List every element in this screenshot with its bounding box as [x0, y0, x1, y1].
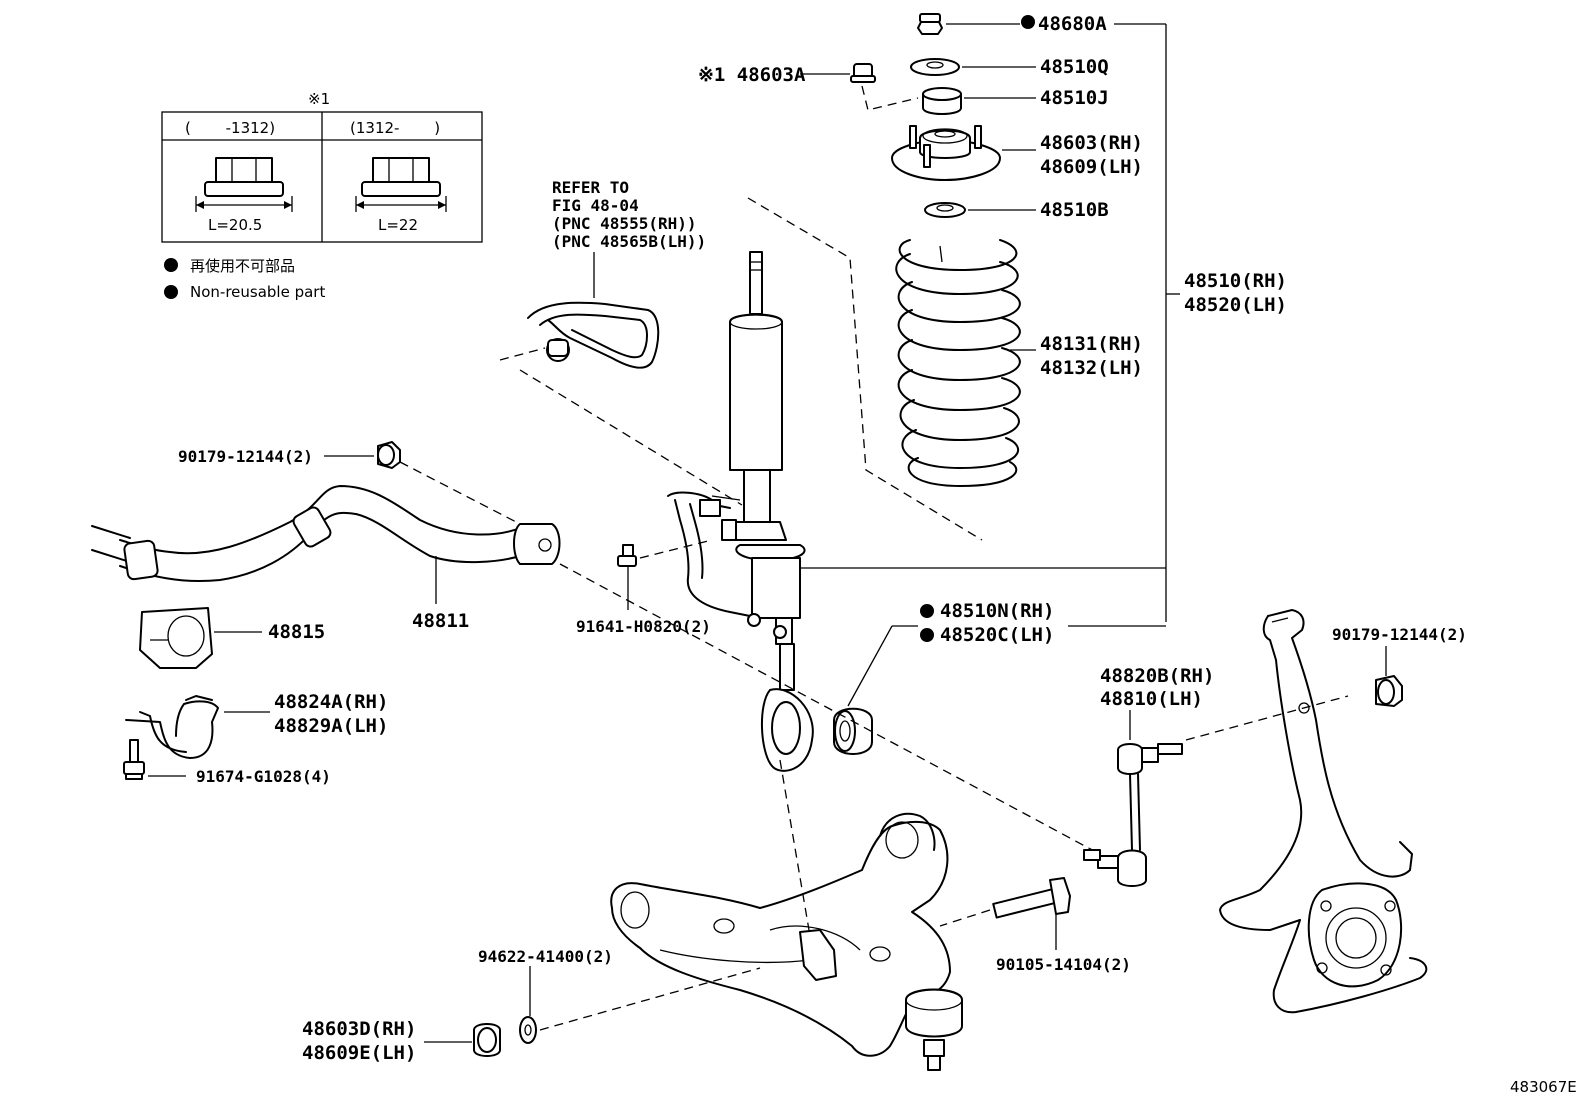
nut-variant-inset: ※1 ( -1312) (1312- ) L=20.5: [161, 90, 483, 243]
part-90105-bolt: 90105-14104(2): [939, 877, 1131, 974]
label-90179-left: 90179-12144(2): [178, 447, 313, 466]
label-48609E: 48609E(LH): [302, 1042, 416, 1064]
part-48603D-nut: 48603D(RH) 48609E(LH): [302, 1018, 501, 1064]
refer-line1: REFER TO: [552, 178, 629, 197]
non-reusable-bullet-icon: [164, 285, 178, 299]
label-48520C: 48520C(LH): [940, 624, 1054, 646]
part-48510J-bushing: 48510J: [922, 87, 1109, 115]
inset-col1-range: ( -1312): [185, 119, 275, 137]
legend-en: Non-reusable part: [190, 283, 325, 301]
label-48132: 48132(LH): [1040, 357, 1143, 379]
non-reusable-bullet-icon: [920, 628, 934, 642]
part-91674-bolt: 91674-G1028(4): [123, 739, 331, 786]
label-48609: 48609(LH): [1040, 156, 1143, 178]
non-reusable-bullet-icon: [920, 604, 934, 618]
refer-line3: (PNC 48555(RH)): [552, 214, 697, 233]
inset-marker: ※1: [308, 90, 330, 108]
refer-line4: (PNC 48565B(LH)): [552, 232, 706, 251]
label-48824A: 48824A(RH): [274, 691, 388, 713]
label-48810: 48810(LH): [1100, 688, 1203, 710]
inset-col2-range: (1312- ): [350, 119, 440, 137]
label-48510B: 48510B: [1040, 199, 1109, 221]
label-48829A: 48829A(LH): [274, 715, 388, 737]
flange-nut-long-icon: [355, 157, 447, 212]
label-90179-right: 90179-12144(2): [1332, 625, 1467, 644]
part-94622-washer: 94622-41400(2): [478, 947, 613, 1044]
label-48811: 48811: [412, 610, 469, 632]
label-48510N: 48510N(RH): [940, 600, 1054, 622]
part-48815-bushing: 48815: [139, 607, 325, 669]
legend: 再使用不可部品 Non-reusable part: [164, 257, 325, 301]
label-48603: 48603(RH): [1040, 132, 1143, 154]
part-48820B-stabilizer-link: 48820B(RH) 48810(LH): [1083, 665, 1214, 887]
part-48603-upper-support: 48603(RH) 48609(LH): [891, 125, 1143, 181]
label-48520: 48520(LH): [1184, 294, 1287, 316]
diagram-id: 483067E: [1510, 1078, 1577, 1096]
part-48510Q-washer: 48510Q: [910, 56, 1109, 78]
part-48824A-bracket: 48824A(RH) 48829A(LH): [125, 691, 388, 759]
part-48811-stabilizer-bar: 48811: [91, 485, 561, 632]
inset-col1-length: L=20.5: [208, 216, 262, 234]
refer-line2: FIG 48-04: [552, 196, 639, 215]
part-90179-nut-right: 90179-12144(2): [1332, 625, 1467, 707]
label-48131: 48131(RH): [1040, 333, 1143, 355]
non-reusable-bullet-icon: [1021, 15, 1035, 29]
part-48131-coil-spring: 48131(RH) 48132(LH): [895, 239, 1143, 487]
label-94622: 94622-41400(2): [478, 947, 613, 966]
label-48603D: 48603D(RH): [302, 1018, 416, 1040]
brake-hose-bracket: [499, 301, 743, 506]
label-48603A: ※1 48603A: [698, 64, 806, 86]
refer-note: REFER TO FIG 48-04 (PNC 48555(RH)) (PNC …: [552, 178, 706, 298]
inset-col2-length: L=22: [378, 216, 418, 234]
label-48510Q: 48510Q: [1040, 56, 1109, 78]
part-48510B-insulator: 48510B: [924, 199, 1109, 221]
part-48603A-nut: ※1 48603A: [698, 63, 919, 111]
part-48510N-bushing: 48510N(RH) 48520C(LH): [833, 600, 1166, 755]
steering-knuckle: [1219, 609, 1428, 1014]
assembly-48510-bracket: 48510(RH) 48520(LH): [800, 24, 1287, 622]
flange-nut-short-icon: [195, 157, 293, 212]
part-48680A-nut: 48680A: [917, 13, 1166, 35]
label-48510: 48510(RH): [1184, 270, 1287, 292]
part-90179-nut-left: 90179-12144(2): [178, 441, 401, 469]
label-91674: 91674-G1028(4): [196, 767, 331, 786]
sensor-harness-bracket: [667, 491, 787, 639]
label-48820B: 48820B(RH): [1100, 665, 1214, 687]
label-48680A: 48680A: [1038, 13, 1107, 35]
shock-absorber: [729, 251, 814, 772]
label-48510J: 48510J: [1040, 87, 1109, 109]
non-reusable-bullet-icon: [164, 258, 178, 272]
label-91641: 91641-H0820(2): [576, 617, 711, 636]
part-91641-bolt: 91641-H0820(2): [576, 539, 713, 636]
label-90105: 90105-14104(2): [996, 955, 1131, 974]
lower-suspension-arm: [610, 812, 963, 1071]
legend-jp: 再使用不可部品: [190, 257, 295, 275]
label-48815: 48815: [268, 621, 325, 643]
